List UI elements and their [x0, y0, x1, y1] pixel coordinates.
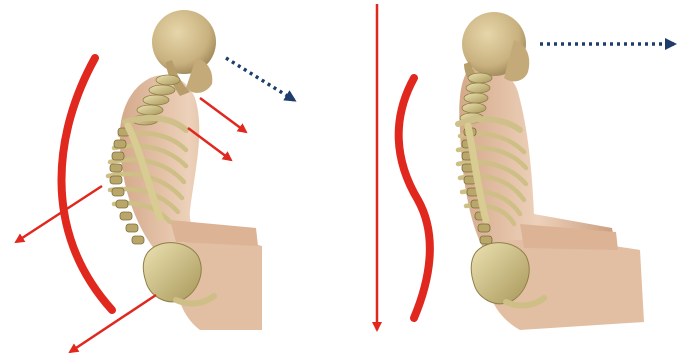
- slouched-figure: [108, 10, 262, 330]
- lowerback-force-arrow-icon: [70, 295, 156, 352]
- upright-figure: [458, 12, 644, 330]
- neck-force-arrow-icon: [200, 98, 246, 132]
- slouched-spine-curve: [61, 58, 112, 310]
- slouched-forearm: [170, 220, 258, 246]
- slouched-gaze-arrow-icon: [226, 58, 294, 100]
- upright-spine-curve: [399, 78, 430, 318]
